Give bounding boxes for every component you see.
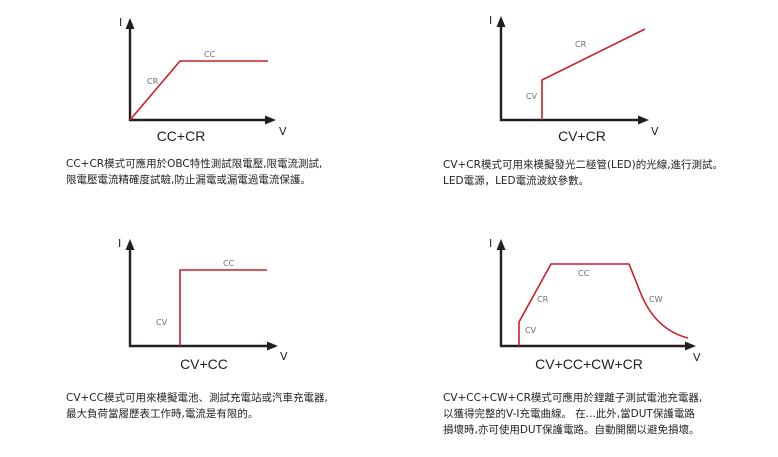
diagram-cv-cr: I V CR CV CV+CR xyxy=(489,14,659,144)
description-line: 限電壓電流精確度試驗,防止漏電或漏電過電流保護。 xyxy=(66,174,311,186)
x-axis-arrow xyxy=(267,341,278,351)
diagram-cc-cr: I V CR CC CC+CR xyxy=(119,16,287,144)
segment-label-cr: CR xyxy=(147,77,159,86)
axes xyxy=(128,26,268,122)
segment-label-cv: CV xyxy=(526,92,538,101)
segment-label-cw: CW xyxy=(649,295,663,304)
diagram-title: CV+CC xyxy=(180,356,228,372)
x-axis-label: V xyxy=(280,350,288,363)
y-axis-label: I xyxy=(118,237,121,250)
segment-label-cc: CC xyxy=(578,269,590,278)
segment-label-cr: CR xyxy=(537,295,549,304)
segment-label-cv: CV xyxy=(525,326,537,335)
description-line: CV+CC+CW+CR模式可應用於鋰離子測試電池充電器, xyxy=(443,392,703,404)
y-axis-arrow xyxy=(496,239,506,250)
description-line: LED電源，LED電流波紋參數。 xyxy=(443,175,590,187)
description-line: 以獲得完整的V-I充電曲線。 在...此外,當DUT保護電路 xyxy=(443,408,695,420)
axes xyxy=(499,24,641,122)
description-line: 損壞時,亦可使用DUT保護電路。自動開關以避免損壞。 xyxy=(443,424,700,436)
diagram-title: CV+CC+CW+CR xyxy=(535,356,643,372)
description-cv-cc: CV+CC模式可用來模擬電池、測試充電站或汽車充電器, 最大負荷當履歷表工作時,… xyxy=(66,390,328,422)
segment-label-cc: CC xyxy=(223,259,235,268)
segment-label-cr: CR xyxy=(575,40,587,49)
y-axis-label: I xyxy=(489,14,492,27)
iv-curve xyxy=(518,263,689,346)
description-cv-cc-cw-cr: CV+CC+CW+CR模式可應用於鋰離子測試電池充電器, 以獲得完整的V-I充電… xyxy=(443,390,702,438)
axes xyxy=(499,247,688,348)
description-cv-cr: CV+CR模式可用來模擬發光二極管(LED)的光線,進行測試。 LED電源，LE… xyxy=(443,157,723,189)
y-axis-label: I xyxy=(489,237,492,250)
description-cc-cr: CC+CR模式可應用於OBC特性測試限電壓,限電流測試, 限電壓電流精確度試驗,… xyxy=(66,156,322,188)
x-axis-arrow xyxy=(265,115,276,125)
y-axis-label: I xyxy=(119,16,122,29)
y-axis-arrow xyxy=(125,18,135,29)
diagram-title: CV+CR xyxy=(558,128,606,144)
y-axis-arrow xyxy=(125,239,135,250)
description-line: CV+CC模式可用來模擬電池、測試充電站或汽車充電器, xyxy=(66,392,328,404)
x-axis-label: V xyxy=(279,125,287,138)
segment-label-cc: CC xyxy=(204,50,216,59)
diagram-cv-cc: I V CC CV CV+CC xyxy=(118,237,288,372)
iv-curve xyxy=(179,269,267,346)
diagram-cv-cc-cw-cr: I V CC CR CW CV CV+CC+CW+CR xyxy=(489,237,701,372)
diagram-title: CC+CR xyxy=(157,128,206,144)
segment-label-cv: CV xyxy=(156,318,168,327)
x-axis-arrow xyxy=(638,115,649,125)
x-axis-label: V xyxy=(693,351,701,364)
y-axis-arrow xyxy=(496,16,506,27)
description-line: CC+CR模式可應用於OBC特性測試限電壓,限電流測試, xyxy=(66,158,323,170)
iv-curve xyxy=(541,28,646,120)
x-axis-label: V xyxy=(651,125,659,138)
x-axis-arrow xyxy=(685,341,696,351)
iv-curve xyxy=(129,60,268,121)
description-line: CV+CR模式可用來模擬發光二極管(LED)的光線,進行測試。 xyxy=(443,159,724,171)
axes xyxy=(128,247,270,348)
description-line: 最大負荷當履歷表工作時,電流是有限的。 xyxy=(66,408,259,420)
